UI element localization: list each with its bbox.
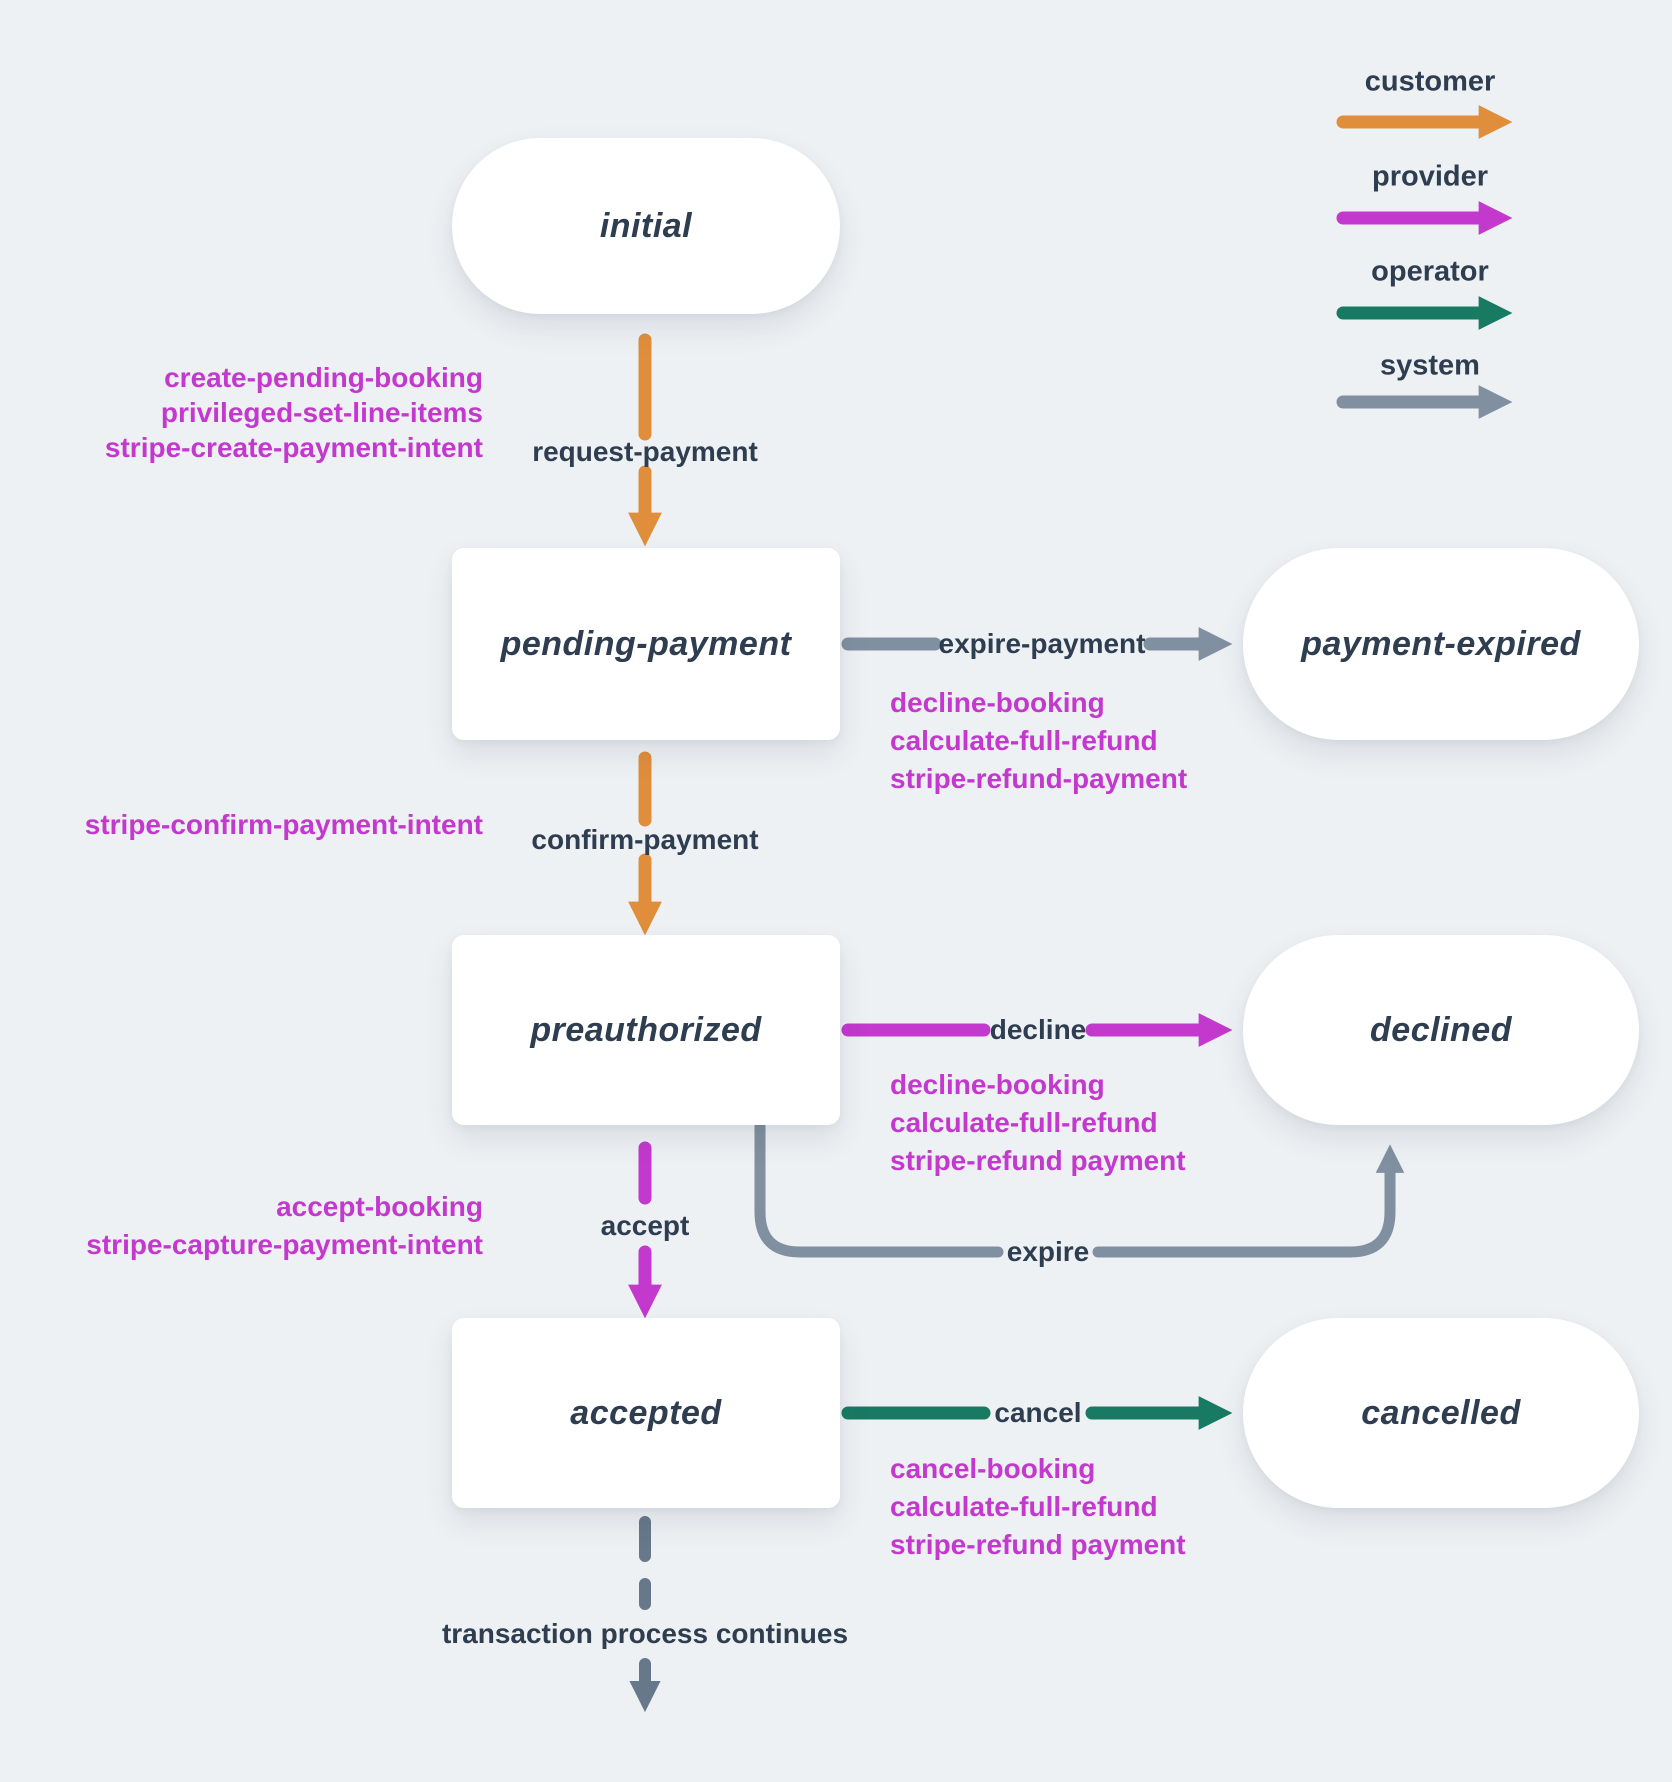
legend-system-label: system	[1380, 349, 1480, 382]
state-initial: initial	[452, 138, 840, 314]
transition-continue-label: transaction process continues	[441, 1618, 849, 1649]
state-cancelled: cancelled	[1243, 1318, 1639, 1508]
legend-provider-label: provider	[1371, 160, 1489, 193]
action-item: calculate-full-refund	[890, 1491, 1158, 1522]
accept-actions: accept-booking stripe-capture-payment-in…	[86, 1188, 483, 1264]
cancel-actions: cancel-booking calculate-full-refund str…	[890, 1450, 1186, 1564]
state-payment-expired-label: payment-expired	[1301, 624, 1581, 663]
state-payment-expired: payment-expired	[1243, 548, 1639, 740]
expire-payment-actions: decline-booking calculate-full-refund st…	[890, 684, 1187, 798]
action-item: stripe-refund-payment	[890, 763, 1188, 794]
action-item: accept-booking	[276, 1191, 483, 1222]
expire-curve-right	[1092, 1144, 1405, 1258]
request-payment-actions: create-pending-booking privileged-set-li…	[105, 360, 483, 465]
transition-request-payment-label: request-payment	[532, 436, 758, 467]
action-item: cancel-booking	[890, 1453, 1096, 1484]
state-declined: declined	[1243, 935, 1639, 1125]
transition-expire-payment-label: expire-payment	[938, 628, 1146, 659]
transition-cancel-label: cancel	[994, 1397, 1082, 1428]
state-preauthorized: preauthorized	[452, 935, 840, 1125]
confirm-payment-actions: stripe-confirm-payment-intent	[85, 806, 483, 844]
action-item: stripe-capture-payment-intent	[86, 1229, 483, 1260]
legend-customer-label: customer	[1364, 65, 1496, 98]
decline-actions: decline-booking calculate-full-refund st…	[890, 1066, 1186, 1180]
action-item: stripe-confirm-payment-intent	[84, 809, 483, 840]
expire-curve-left	[754, 1119, 1004, 1258]
state-accepted: accepted	[452, 1318, 840, 1508]
action-item: calculate-full-refund	[890, 725, 1158, 756]
transition-confirm-payment-label: confirm-payment	[531, 824, 759, 855]
state-accepted-label: accepted	[570, 1393, 722, 1432]
state-pending-payment-label: pending-payment	[500, 624, 792, 663]
state-declined-label: declined	[1370, 1010, 1512, 1049]
state-preauthorized-label: preauthorized	[530, 1010, 762, 1049]
action-item: decline-booking	[890, 687, 1105, 718]
action-item: stripe-create-payment-intent	[104, 432, 483, 463]
state-cancelled-label: cancelled	[1361, 1393, 1521, 1432]
transition-accept-label: accept	[600, 1210, 690, 1241]
state-pending-payment: pending-payment	[452, 548, 840, 740]
transition-expire-label: expire	[1006, 1236, 1090, 1267]
action-item: stripe-refund payment	[890, 1145, 1186, 1176]
action-item: privileged-set-line-items	[160, 397, 483, 428]
action-item: decline-booking	[890, 1069, 1105, 1100]
state-initial-label: initial	[599, 206, 693, 245]
action-item: create-pending-booking	[164, 362, 483, 393]
transition-decline-label: decline	[989, 1014, 1087, 1045]
action-item: calculate-full-refund	[890, 1107, 1158, 1138]
action-item: stripe-refund payment	[890, 1529, 1186, 1560]
legend-operator-label: operator	[1371, 255, 1489, 288]
